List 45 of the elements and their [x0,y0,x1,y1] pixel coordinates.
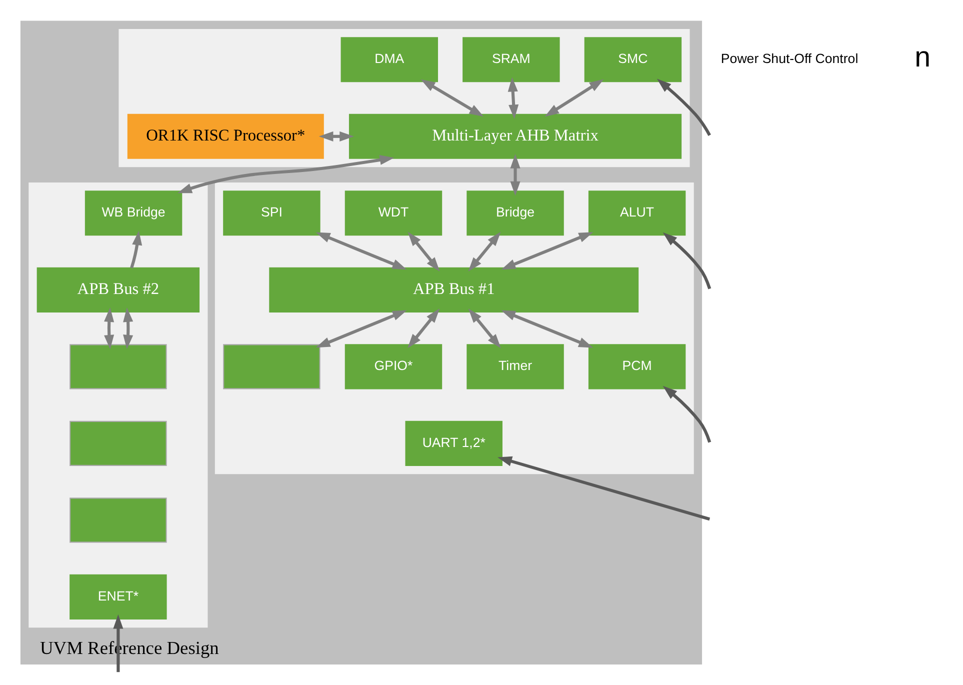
arrow [468,231,501,271]
arrow [316,232,407,270]
arrow [501,310,594,348]
arrow [123,307,134,349]
arrow [408,231,440,272]
node-box: WB Bridge [84,190,182,236]
node-box: OR1K RISC Processor* [127,113,324,158]
arrow [544,78,604,116]
arrow [508,76,519,119]
node-box: GPIO* [344,344,442,389]
arrow [113,614,124,672]
node-box: SPI [223,190,320,236]
arrow [468,308,501,348]
arrow [408,308,440,348]
arrow [662,232,712,289]
arrow [130,230,142,268]
node-box: Bridge [466,190,564,236]
node-box [223,344,320,389]
arrow [656,78,711,136]
node-box: WDT [344,190,442,236]
node-box [70,497,167,542]
arrow [318,130,354,141]
arrow [316,310,407,348]
node-box: Timer [466,344,564,389]
node-box: SRAM [462,36,560,82]
arrow [501,232,594,270]
node-box: Multi-Layer AHB Matrix [348,113,682,158]
arrow [104,307,114,349]
node-box: APB Bus #1 [269,266,639,312]
node-box: PCM [588,344,686,389]
label: Power Shut-Off Control [720,50,858,66]
node-box [70,420,167,466]
arrow [498,456,710,520]
arrow [420,78,484,116]
node-box: ENET* [70,574,167,619]
arrow [662,385,712,442]
node-box: APB Bus #2 [36,266,200,312]
node-box: ALUT [588,190,686,236]
label: n [914,41,931,74]
node-box: DMA [340,36,438,82]
node-box: SMC [584,36,682,82]
arrow [510,154,520,196]
node-box: UART 1,2* [405,420,502,466]
arrow [177,154,394,193]
node-box [70,344,167,389]
